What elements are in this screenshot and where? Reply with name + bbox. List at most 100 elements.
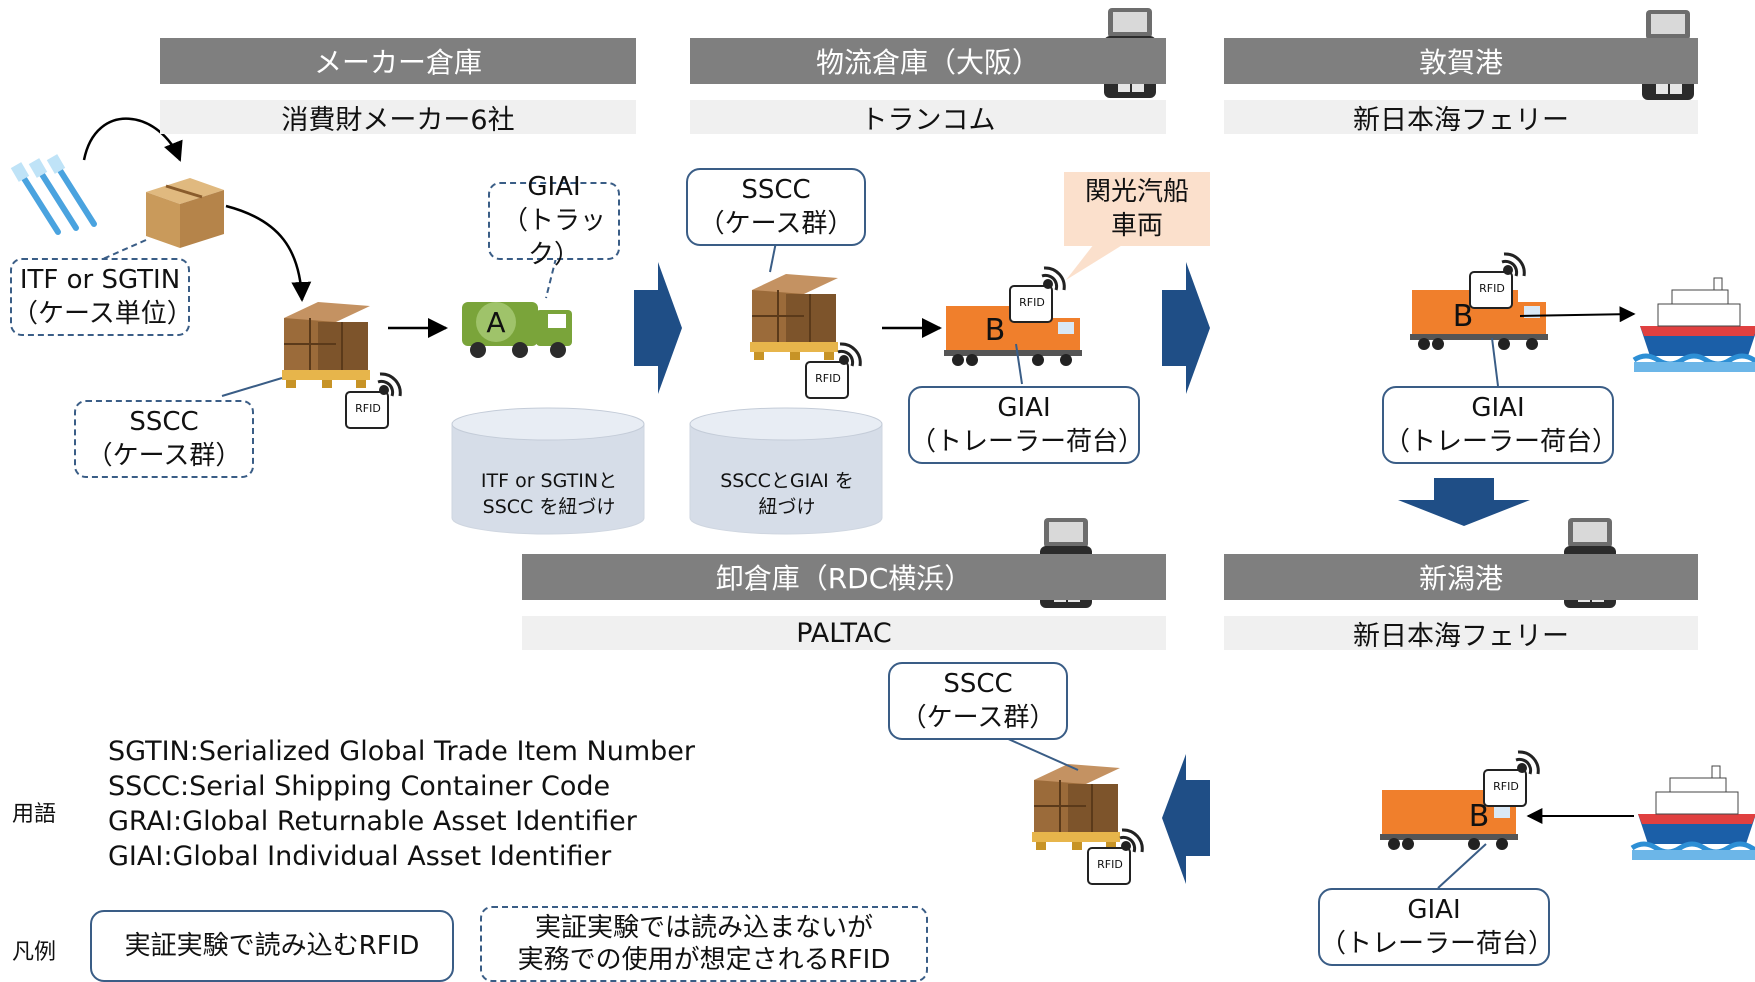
flow-arrow-right [1162, 262, 1210, 394]
connector-giai-trailer-tsuruga [1491, 337, 1499, 387]
callout-pointer [1066, 244, 1124, 280]
pallet-icon [749, 273, 839, 361]
term-meaning: Global Individual Asset Identifier [172, 841, 612, 872]
location-company-rdc: PALTAC [522, 616, 1166, 650]
ship-icon [1632, 766, 1755, 860]
rfid-label: RFID [815, 372, 841, 385]
tag-giai-trailer-tsuruga: GIAI （トレーラー荷台） [1382, 386, 1619, 464]
pallet-icon [1031, 763, 1121, 851]
tag-line: GIAI [997, 393, 1051, 423]
tag-line: （トレーラー荷台） [910, 427, 1145, 457]
tag-line: （ケース単位） [12, 299, 193, 329]
flow-arrow-down [1398, 478, 1530, 526]
tag-line: ITF or SGTIN [19, 265, 181, 295]
dashed-connector-giai-truck [545, 257, 557, 299]
tag-line: （ケース群） [698, 209, 854, 239]
database-line: ITF or SGTINと [480, 470, 618, 492]
tag-giai-trailer-osaka: GIAI （トレーラー荷台） [908, 386, 1145, 464]
term-abbr: GIAI [108, 841, 164, 872]
glossary-term: GRAI:Global Returnable Asset Identifier [108, 806, 637, 837]
curved-arrow-toothbrush-to-box [82, 117, 183, 162]
term-meaning: Global Returnable Asset Identifier [182, 806, 637, 837]
tag-line: （ケース群） [86, 441, 242, 471]
legend-label: 凡例 [12, 940, 57, 965]
glossary-term: SGTIN:Serialized Global Trade Item Numbe… [108, 736, 695, 767]
term-abbr: GRAI [108, 806, 174, 837]
glossary-list: SGTIN:Serialized Global Trade Item Numbe… [108, 734, 695, 874]
location-company-niigata: 新日本海フェリー [1224, 616, 1698, 652]
rfid-label: RFID [1097, 858, 1123, 871]
connector-sscc-osaka [769, 241, 777, 273]
tag-sscc-osaka: SSCC （ケース群） [686, 168, 866, 246]
database-itf-sscc: ITF or SGTINと SSCC を紐づけ [452, 424, 646, 548]
tag-line: GIAI [1471, 393, 1525, 423]
term-abbr: SSCC [108, 771, 180, 802]
location-header-osaka: 物流倉庫（大阪） [690, 38, 1166, 84]
tag-sscc-rdc: SSCC （ケース群） [888, 662, 1068, 740]
database-line: 紐づけ [758, 496, 816, 518]
rfid-label: RFID [355, 402, 381, 415]
legend-dashed-text: 実務での使用が想定されるRFID [517, 945, 891, 975]
tag-line: SSCC [943, 669, 1013, 699]
callout-line: 関光汽船 [1084, 177, 1189, 207]
legend-dashed-text: 実証実験では読み込まないが [534, 913, 873, 943]
tag-line: （ケース群） [900, 703, 1056, 733]
database-line: SSCCとGIAI を [720, 470, 854, 492]
legend-solid-box: 実証実験で読み込むRFID [90, 910, 454, 982]
glossary-term: GIAI:Global Individual Asset Identifier [108, 841, 612, 872]
term-meaning: Serial Shipping Container Code [189, 771, 611, 802]
tag-line: GIAI [1407, 895, 1461, 925]
rfid-label: RFID [1493, 780, 1519, 793]
callout-kanko-kisen: 関光汽船 車両 [1064, 172, 1210, 246]
tag-itf-sgtin: ITF or SGTIN （ケース単位） [10, 258, 193, 336]
glossary-term: SSCC:Serial Shipping Container Code [108, 771, 611, 802]
pallet-icon [281, 301, 371, 389]
connector-sscc-maker [221, 377, 283, 397]
legend-solid-text: 実証実験で読み込むRFID [124, 931, 420, 961]
flow-arrow-right [634, 262, 682, 394]
location-header-rdc: 卸倉庫（RDC横浜） [522, 554, 1166, 600]
legend-dashed-box: 実証実験では読み込まないが 実務での使用が想定されるRFID [480, 906, 928, 982]
rfid-label: RFID [1019, 296, 1045, 309]
trailer-label: B [1452, 298, 1474, 334]
tag-line: （トレーラー荷台） [1384, 427, 1619, 457]
callout-line: 車両 [1110, 211, 1163, 241]
toothbrush-icon [10, 154, 97, 235]
location-header-niigata: 新潟港 [1224, 554, 1698, 600]
tag-sscc-maker: SSCC （ケース群） [74, 400, 254, 478]
arrow-trailer-to-ship [1519, 306, 1636, 323]
tag-giai-truck: GIAI （トラック） [488, 172, 620, 270]
database-sscc-giai: SSCCとGIAI を 紐づけ [690, 424, 884, 548]
connector-sscc-rdc [1005, 737, 1079, 771]
trailer-label: B [984, 312, 1006, 348]
tag-line: SSCC [129, 407, 199, 437]
location-header-tsuruga: 敦賀港 [1224, 38, 1698, 84]
location-company-osaka: トランコム [690, 100, 1166, 136]
glossary-label: 用語 [12, 802, 57, 827]
term-meaning: Serialized Global Trade Item Number [198, 736, 695, 767]
location-company-tsuruga: 新日本海フェリー [1224, 100, 1698, 136]
truck-label: A [476, 302, 516, 342]
database-line: SSCC を紐づけ [482, 496, 616, 518]
flow-arrow-left [1162, 754, 1210, 884]
database-cylinder [689, 407, 883, 535]
tag-line: GIAI [527, 172, 581, 202]
tag-line: SSCC [741, 175, 811, 205]
tag-line: （トレーラー荷台） [1320, 929, 1555, 959]
database-cylinder [451, 407, 645, 535]
connector-giai-trailer-niigata [1437, 843, 1487, 889]
tag-line: （トラック） [501, 206, 606, 270]
location-company-maker: 消費財メーカー6社 [160, 100, 636, 136]
trailer-label: B [1468, 798, 1490, 834]
term-abbr: SGTIN [108, 736, 190, 767]
rfid-tag-icon [1008, 266, 1066, 324]
rfid-label: RFID [1479, 282, 1505, 295]
cardboard-box-icon [146, 178, 224, 248]
connector-giai-trailer-osaka [1015, 343, 1023, 385]
curved-arrow-box-to-pallet [225, 204, 312, 302]
tag-giai-trailer-niigata: GIAI （トレーラー荷台） [1318, 888, 1555, 966]
ship-icon [1634, 278, 1755, 372]
location-header-maker: メーカー倉庫 [160, 38, 636, 84]
rfid-tag-icon [344, 372, 402, 430]
